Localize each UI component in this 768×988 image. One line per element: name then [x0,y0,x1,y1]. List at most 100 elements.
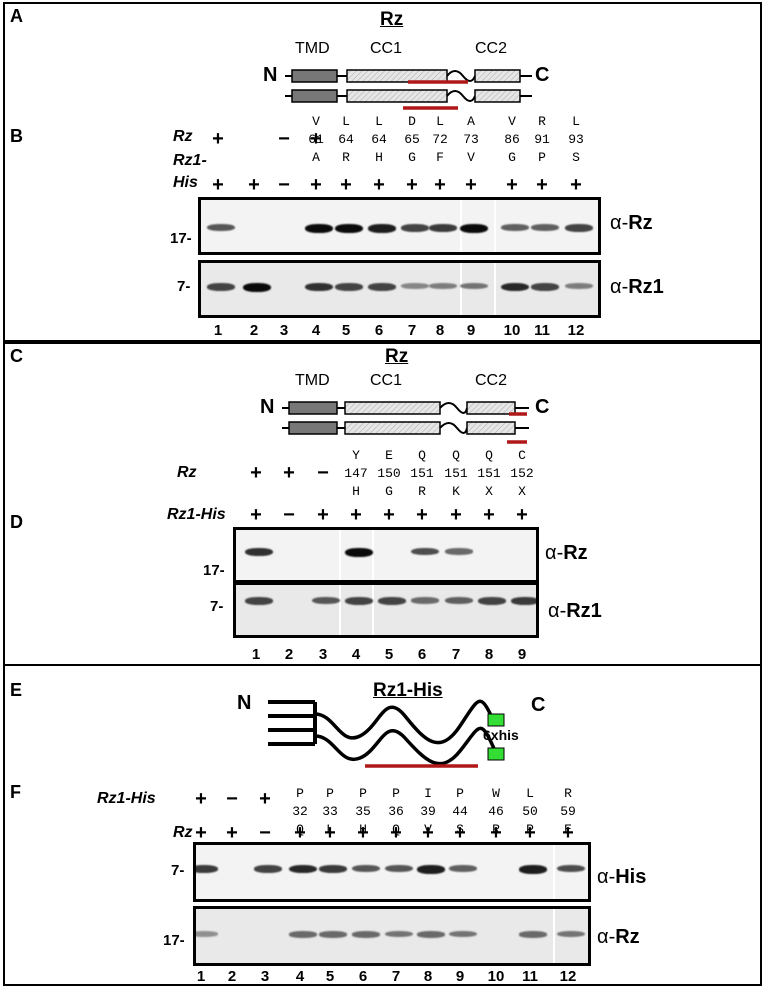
c-terminus-label: C [535,64,550,86]
rz-domain-diagram [282,401,529,444]
blot-f-anti-his [193,842,591,902]
western-band [417,931,445,938]
rz-sign: + [226,822,238,844]
western-band [557,865,585,873]
western-band [319,865,347,873]
mutation-wt-residue: L [572,114,580,129]
rz-strand-top [285,69,532,83]
his-sign: − [283,504,295,526]
rz1-tm-anchors [268,700,317,746]
his-sign: + [212,174,224,196]
western-band [207,283,235,291]
mutation-wt-residue: E [385,448,393,463]
mutation-wt-residue: V [508,114,516,129]
rz-sign: + [422,822,434,844]
lane-number: 9 [455,968,465,985]
mutation-position: 36 [388,804,404,819]
rz-sign: − [278,128,290,150]
lane-number: 1 [251,646,261,663]
mutation-wt-residue: Q [452,448,460,463]
his-sign: + [248,174,260,196]
rz-sign: + [454,822,466,844]
lane-number: 11 [534,322,550,339]
mutation-position: 44 [452,804,468,819]
n-terminus-label: N [263,64,278,86]
western-band [385,865,413,872]
c-terminus-label: C [531,694,546,716]
western-band [254,865,282,873]
his-sign: + [450,504,462,526]
rz1-his-diagram [268,699,505,768]
western-band [531,283,559,291]
mutation-position: 61 [308,132,324,147]
western-band [245,548,273,556]
panel-c-title: Rz [385,346,409,367]
rz1-strand-bottom [314,726,497,766]
mutation-substitution: P [526,822,534,837]
mutation-wt-residue: P [296,786,304,801]
mutation-substitution: H [375,150,383,165]
rz-sign: + [195,822,207,844]
mutation-wt-residue: W [492,786,500,801]
western-band [401,224,429,232]
mutation-substitution: E [564,822,572,837]
lane-number: 2 [284,646,294,663]
rz-sign: + [310,128,322,150]
his-sign: + [310,174,322,196]
mutation-substitution: R [418,484,426,499]
rz-sign: + [562,822,574,844]
mutation-substitution: K [452,484,460,499]
mutation-position: 33 [322,804,338,819]
mutation-position: 72 [432,132,448,147]
western-band [519,931,547,938]
his-tag-bottom [487,747,505,761]
mutation-wt-residue: Y [352,448,360,463]
mutation-wt-residue: Q [485,448,493,463]
mutation-position: 93 [568,132,584,147]
mutation-wt-residue: R [564,786,572,801]
mutation-substitution: Q [392,822,400,837]
mutation-position: 147 [344,466,368,481]
mutation-substitution: S [456,822,464,837]
mutation-position: 86 [504,132,520,147]
mutation-wt-residue: L [526,786,534,801]
mutation-substitution: G [408,150,416,165]
rz-sign: + [324,822,336,844]
lane-number: 8 [435,322,445,339]
rz-sign: + [357,822,369,844]
mutation-substitution: H [352,484,360,499]
mutation-wt-residue: Q [418,448,426,463]
western-band [460,283,488,290]
mutation-substitution: X [485,484,493,499]
mutation-substitution: Q [296,822,304,837]
blot-b-anti-rz [198,197,601,255]
rz-sign: + [250,462,262,484]
mutation-position: 73 [463,132,479,147]
domain-cc2-label: CC2 [475,40,508,57]
lane-number: 3 [318,646,328,663]
mutation-wt-residue: L [342,114,350,129]
lane-number: 9 [517,646,527,663]
lane-number: 3 [260,968,270,985]
blot-d-anti-rz1 [233,582,539,638]
western-band [335,224,363,233]
blot-b-anti-rz1 [198,260,601,318]
rz-sign: + [490,822,502,844]
rz1-strand-top [314,699,497,745]
his-sign: + [465,174,477,196]
mutation-position: 151 [410,466,434,481]
western-band [565,224,593,232]
his-sign: + [259,788,271,810]
western-band [289,865,317,874]
western-band [501,283,529,292]
mutation-substitution: P [538,150,546,165]
rz-sign: + [212,128,224,150]
western-band [445,548,473,555]
lane-number: 6 [417,646,427,663]
mutation-wt-residue: P [359,786,367,801]
western-band [243,283,271,292]
his-sign: + [536,174,548,196]
domain-cc1-label: CC1 [370,40,403,57]
mutation-substitution: G [508,150,516,165]
